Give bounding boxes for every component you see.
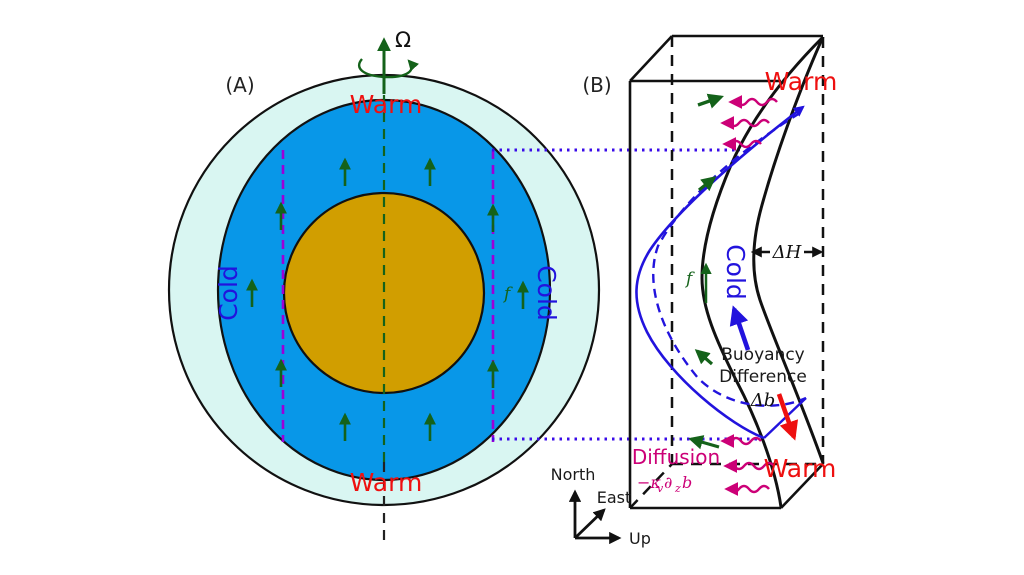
flow-arrow-w bbox=[688, 435, 720, 450]
warm-top-label-b: Warm bbox=[765, 67, 838, 96]
coriolis-f-label-b: f bbox=[684, 269, 695, 289]
wavy-heat-arrow bbox=[723, 459, 775, 473]
warming-arrow bbox=[776, 393, 799, 441]
delta-b-label: Δb bbox=[750, 390, 776, 411]
coriolis-f-label-a: f bbox=[502, 284, 513, 304]
blue-solid-profile-curve bbox=[635, 105, 805, 440]
buoyancy-difference-arrow bbox=[729, 305, 751, 351]
warm-bottom-label-b: Warm bbox=[764, 454, 837, 483]
box-visible-edges bbox=[628, 34, 824, 510]
wavy-heat-arrow bbox=[728, 95, 778, 109]
omega-label: Ω bbox=[395, 28, 411, 52]
diffusion-term-sub-v: v bbox=[657, 482, 664, 495]
diffusion-term-partial: ∂ bbox=[664, 473, 672, 492]
diffusion-term-kappa: −κ bbox=[637, 473, 661, 492]
flow-arrow-ne bbox=[697, 93, 724, 109]
wavy-heat-arrow bbox=[724, 482, 770, 496]
flow-arrows bbox=[688, 93, 724, 450]
heat-flux-arrows bbox=[720, 95, 778, 496]
wavy-heat-arrow bbox=[722, 137, 762, 151]
diffusion-label: Diffusion bbox=[632, 445, 720, 469]
cold-left-label: Cold bbox=[214, 265, 243, 321]
up-axis-label: Up bbox=[629, 529, 651, 548]
flow-arrow-nw bbox=[694, 349, 714, 366]
warm-top-label-a: Warm bbox=[350, 90, 423, 119]
box-top-left-diagonal bbox=[629, 35, 673, 82]
spin-direction-icon bbox=[357, 58, 419, 79]
cold-right-label: Cold bbox=[532, 265, 561, 321]
panel-b-label: (B) bbox=[582, 73, 611, 97]
cold-label-b: Cold bbox=[721, 244, 750, 300]
upwelling-arrows bbox=[246, 157, 529, 441]
east-axis-arrow bbox=[574, 508, 606, 540]
warm-bottom-label-a: Warm bbox=[350, 468, 423, 497]
box-bottom-back-diagonal bbox=[629, 463, 673, 509]
panel-a-label: (A) bbox=[225, 73, 254, 97]
buoyancy-word2: Difference bbox=[719, 367, 807, 387]
flow-arrow-on-curve bbox=[698, 176, 717, 192]
isopycnal-front-curve bbox=[700, 35, 825, 508]
diffusion-term-sub-z: z bbox=[674, 482, 681, 495]
north-axis-label: North bbox=[551, 465, 596, 484]
diffusion-term-b: b bbox=[682, 473, 692, 492]
box-bottom-right-diagonal bbox=[780, 463, 824, 509]
blue-dashed-profile-curve bbox=[652, 111, 807, 407]
delta-h-label: ΔH bbox=[772, 242, 802, 263]
wavy-heat-arrow bbox=[720, 434, 762, 448]
coordinate-triad: North East Up bbox=[551, 465, 651, 548]
diffusion-term: −κ v ∂ z b bbox=[637, 473, 692, 495]
panel-b: ΔH (B) Warm Warm Cold f Buoyancy Differe bbox=[551, 34, 838, 548]
panel-a: (A) Ω Warm Warm Cold Cold f bbox=[167, 28, 601, 541]
east-axis-label: East bbox=[597, 488, 632, 507]
wavy-heat-arrow bbox=[720, 116, 770, 130]
buoyancy-word1: Buoyancy bbox=[721, 345, 805, 365]
